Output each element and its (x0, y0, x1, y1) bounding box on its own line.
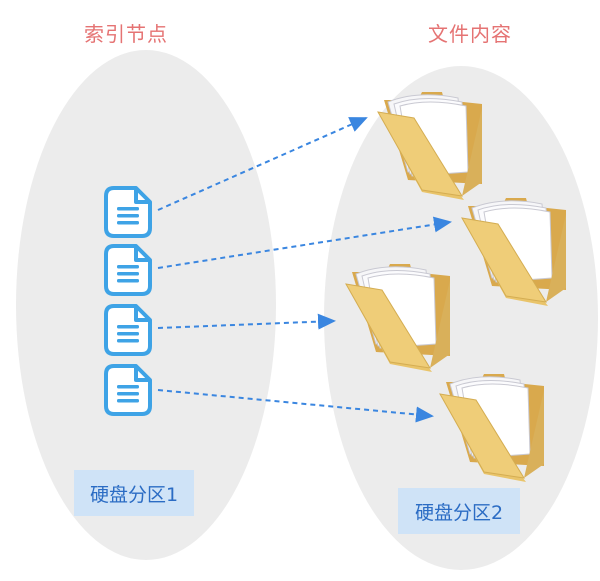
arrow-2 (157, 216, 452, 269)
document-icon (104, 364, 152, 416)
arrow-1 (157, 117, 368, 211)
partition-left-ellipse (16, 50, 276, 560)
arrow-4 (157, 389, 434, 423)
index-node-title: 索引节点 (84, 22, 168, 46)
document-icon (104, 244, 152, 296)
document-icon (104, 304, 152, 356)
partition-2-label: 硬盘分区2 (398, 488, 520, 534)
file-content-title: 文件内容 (428, 22, 512, 46)
partition-1-label: 硬盘分区1 (74, 470, 194, 516)
document-icon (104, 186, 152, 238)
arrow-3 (157, 313, 336, 330)
arrows (157, 117, 452, 423)
